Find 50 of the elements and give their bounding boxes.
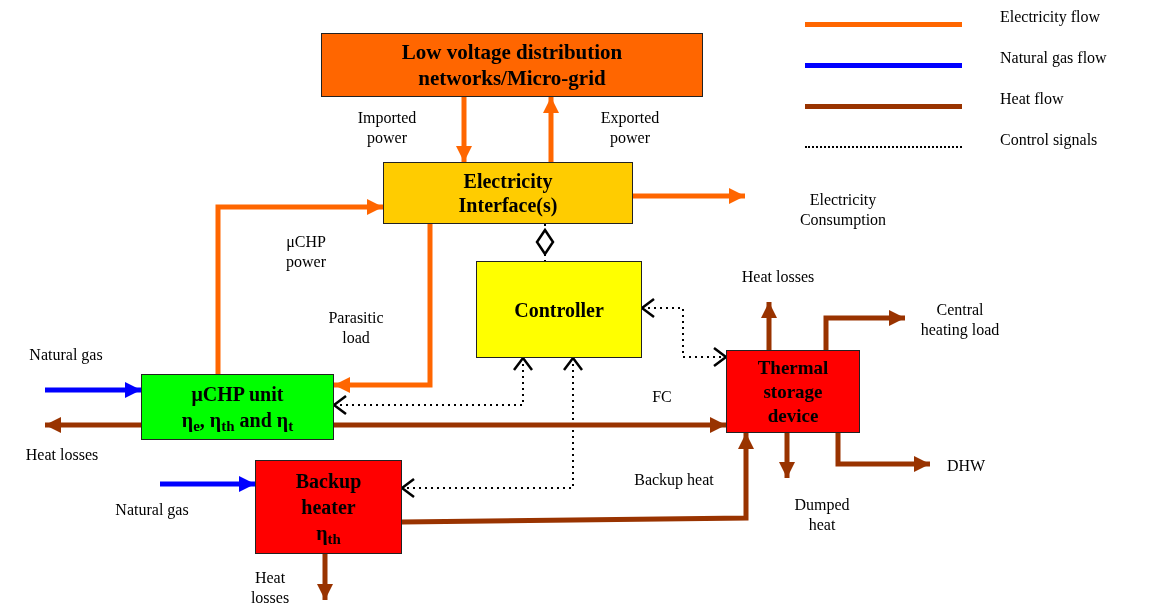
flow-arrow (334, 417, 726, 433)
heater-box (255, 460, 402, 554)
edge-label: μCHP power (285, 232, 327, 272)
node-label: Electricity Interface(s) (457, 169, 559, 217)
node-label: η$_{th}$ (316, 521, 341, 546)
flow-arrow (456, 97, 472, 162)
storage-box (726, 350, 860, 433)
control-signal-arrow (332, 356, 534, 416)
flow-arrow (45, 417, 141, 433)
edge-label: Dumped heat (793, 495, 851, 535)
control-signal-arrow (640, 297, 728, 368)
flow-arrow (215, 199, 383, 374)
edge-label: Exported power (599, 108, 661, 148)
legend-label: Natural gas flow (1000, 48, 1107, 68)
edge-label: Imported power (356, 108, 418, 148)
edge-label: Parasitic load (327, 308, 385, 348)
edge-label: Natural gas (114, 500, 190, 520)
edge-label: Heat losses (249, 568, 291, 607)
node-label: Controller (514, 297, 604, 322)
node-label: Low voltage distribution networks/Micro-grid (400, 39, 624, 91)
legend-label: Electricity flow (1000, 7, 1100, 27)
control-signal-arrow (400, 356, 584, 499)
flow-arrow (334, 224, 433, 393)
flow-arrow (160, 476, 255, 492)
legend-label: Control signals (1000, 130, 1098, 150)
flow-arrow (823, 310, 905, 350)
flow-arrow (45, 382, 141, 398)
node-label: μCHP unit (191, 382, 284, 407)
flow-arrow (835, 433, 930, 472)
edge-label: Heat losses (740, 267, 816, 287)
network-box (321, 33, 703, 97)
edge-label: DHW (945, 456, 987, 476)
edge-label: Natural gas (28, 345, 104, 365)
edge-label: Central heating load (919, 300, 1001, 340)
flow-arrow (317, 554, 333, 600)
legend-label: Heat flow (1000, 89, 1064, 109)
edge-label: Electricity Consumption (798, 190, 888, 230)
flow-arrow (761, 302, 777, 350)
controller-box (476, 261, 642, 358)
node-label: η$_{e}$, η$_{th}$ and η$_{t}$ (181, 408, 294, 433)
flow-arrow (779, 433, 795, 478)
chp-unit-box (141, 374, 334, 440)
flow-arrow (401, 433, 754, 525)
edge-label: Heat losses (24, 445, 100, 465)
edge-label: Backup heat (634, 470, 714, 490)
node-label: Thermal storage device (756, 355, 830, 428)
flow-arrow (633, 188, 745, 204)
edge-label: FC (651, 387, 673, 407)
flow-arrow (543, 97, 559, 162)
interface-box (383, 162, 633, 224)
